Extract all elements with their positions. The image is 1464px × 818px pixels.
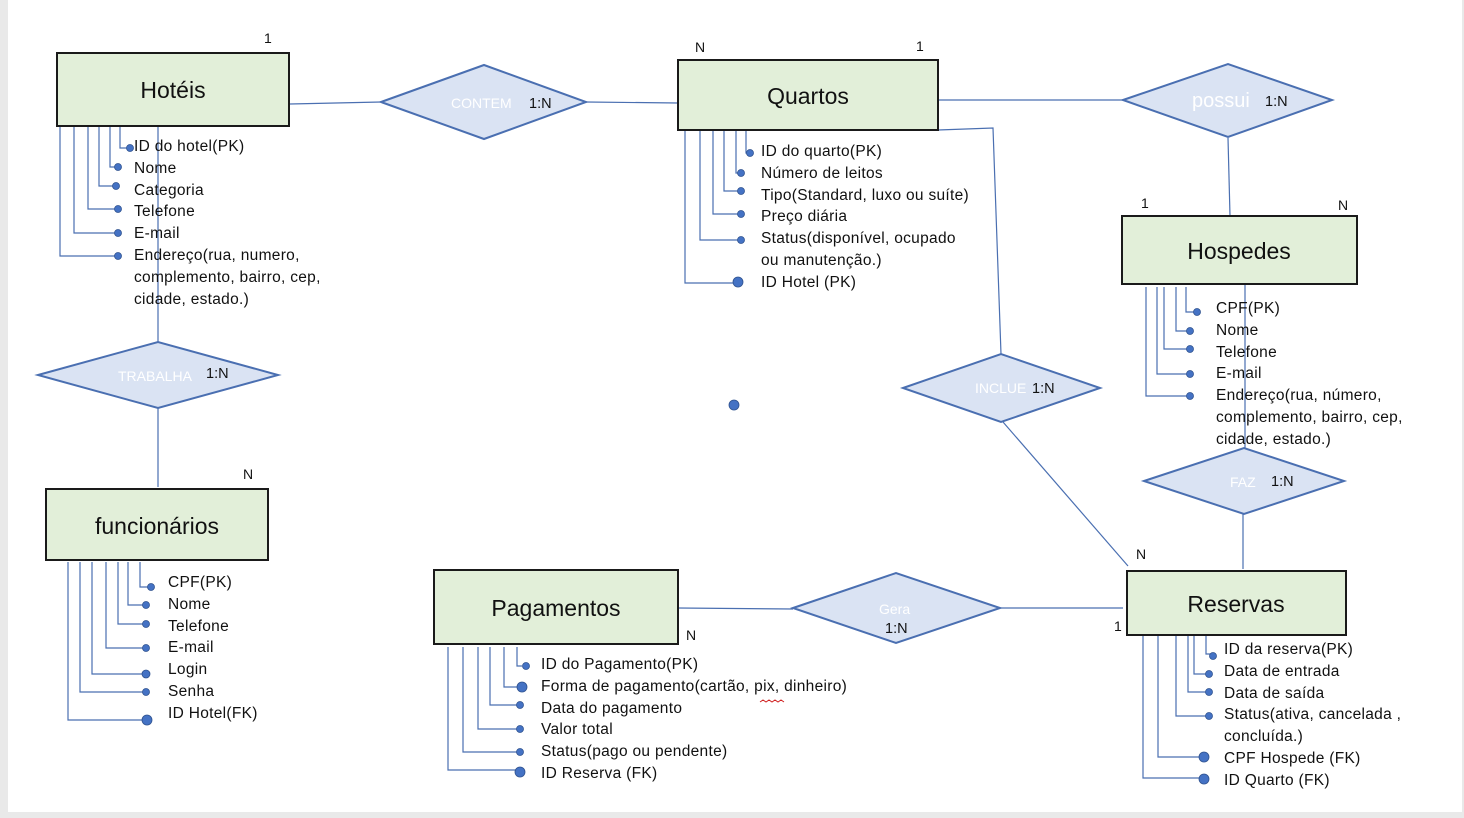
attribute: Preço diária <box>761 208 847 225</box>
attribute: Status(ativa, cancelada , <box>1224 706 1401 723</box>
relationship-possui: possui 1:N <box>1119 62 1336 139</box>
hospedes-attributes: CPF(PK) Nome Telefone E-mail Endereço(ru… <box>1216 300 1403 448</box>
attribute: ID do hotel(PK) <box>134 138 244 155</box>
attribute: E-mail <box>134 225 180 242</box>
attribute: Data de entrada <box>1224 663 1340 680</box>
cardinality-pagamentos: N <box>686 627 696 643</box>
entity-pagamentos-title: Pagamentos <box>491 595 620 621</box>
cardinality-reservas-n: N <box>1136 546 1146 562</box>
relationship-gera-label: Gera <box>879 601 910 617</box>
attribute: ID da reserva(PK) <box>1224 641 1353 658</box>
attribute: ID Quarto (FK) <box>1224 772 1330 789</box>
attribute: Login <box>168 661 207 678</box>
er-diagram: CONTEM 1:N possui 1:N TRABALHA 1:N INCLU… <box>34 30 1403 789</box>
attribute: E-mail <box>168 639 214 656</box>
cardinality-quartos-1: 1 <box>916 38 924 54</box>
relationship-contem-ratio: 1:N <box>529 96 552 112</box>
cardinality-hospedes-1: 1 <box>1141 195 1149 211</box>
attribute: Valor total <box>541 721 613 738</box>
attribute: Categoria <box>134 182 204 199</box>
entity-funcionarios-title: funcionários <box>95 513 219 539</box>
attribute: Endereço(rua, numero, <box>134 247 300 264</box>
entity-hospedes-title: Hospedes <box>1187 238 1291 264</box>
attribute-brackets <box>59 126 1211 779</box>
relationship-contem: CONTEM 1:N <box>378 63 589 141</box>
attribute: ID Hotel (PK) <box>761 274 856 291</box>
funcionarios-attributes: CPF(PK) Nome Telefone E-mail Login Senha… <box>168 574 258 722</box>
connector-lines <box>157 99 1246 610</box>
cardinality-labels: 1 N 1 1 N N N N 1 <box>243 30 1348 643</box>
attribute: Nome <box>134 160 177 177</box>
relationship-inclue: INCLUE 1:N <box>899 352 1104 424</box>
attribute-dots <box>112 144 1217 785</box>
attribute: Senha <box>168 683 214 700</box>
attribute: CPF(PK) <box>1216 300 1280 317</box>
attribute: ou manutenção.) <box>761 252 882 269</box>
attribute: ID do Pagamento(PK) <box>541 656 698 673</box>
attribute: Telefone <box>168 618 229 635</box>
attribute: CPF(PK) <box>168 574 232 591</box>
attribute: Data do pagamento <box>541 700 682 717</box>
attribute: complemento, bairro, cep, <box>1216 409 1403 426</box>
entity-hospedes: Hospedes <box>1121 215 1358 285</box>
cardinality-hospedes-n: N <box>1338 197 1348 213</box>
attribute: Tipo(Standard, luxo ou suíte) <box>761 187 969 204</box>
attribute: Status(disponível, ocupado <box>761 230 956 247</box>
entity-reservas-title: Reservas <box>1187 591 1284 617</box>
attribute: concluída.) <box>1224 728 1303 745</box>
attribute: ID Hotel(FK) <box>168 705 258 722</box>
cardinality-reservas-1: 1 <box>1114 618 1122 634</box>
relationship-faz-ratio: 1:N <box>1271 474 1294 490</box>
cardinality-hoteis: 1 <box>264 30 272 46</box>
attribute: Nome <box>168 596 211 613</box>
attribute: complemento, bairro, cep, <box>134 269 321 286</box>
spellcheck-underline <box>759 699 785 703</box>
relationship-trabalha-ratio: 1:N <box>206 366 229 382</box>
attribute: Forma de pagamento(cartão, pix, dinheiro… <box>541 678 847 695</box>
attribute: ID do quarto(PK) <box>761 143 882 160</box>
attribute: Status(pago ou pendente) <box>541 743 727 760</box>
relationship-faz: FAZ 1:N <box>1140 446 1348 516</box>
relationship-possui-label: possui <box>1192 90 1250 112</box>
relationship-inclue-ratio: 1:N <box>1032 381 1055 397</box>
attribute: Número de leitos <box>761 165 883 182</box>
relationship-contem-label: CONTEM <box>451 95 512 111</box>
quartos-attributes: ID do quarto(PK) Número de leitos Tipo(S… <box>761 143 969 291</box>
attribute: Nome <box>1216 322 1259 339</box>
reservas-attributes: ID da reserva(PK) Data de entrada Data d… <box>1224 641 1401 789</box>
entity-quartos-title: Quartos <box>767 83 849 109</box>
entity-pagamentos: Pagamentos <box>433 569 679 645</box>
attribute: Endereço(rua, número, <box>1216 387 1382 404</box>
relationship-faz-label: FAZ <box>1230 474 1256 490</box>
attribute: Data de saída <box>1224 685 1324 702</box>
entity-hoteis-title: Hotéis <box>140 77 205 103</box>
attribute: cidade, estado.) <box>1216 431 1331 448</box>
stray-dot <box>728 399 740 411</box>
pagamentos-attributes: ID do Pagamento(PK) Forma de pagamento(c… <box>541 656 847 782</box>
entity-quartos: Quartos <box>677 59 939 131</box>
relationship-possui-ratio: 1:N <box>1265 94 1288 110</box>
attribute: cidade, estado.) <box>134 291 249 308</box>
cardinality-funcionarios: N <box>243 466 253 482</box>
relationship-trabalha: TRABALHA 1:N <box>34 340 282 410</box>
attribute: ID Reserva (FK) <box>541 765 657 782</box>
relationship-inclue-label: INCLUE <box>975 380 1026 396</box>
attribute: Telefone <box>134 203 195 220</box>
relationship-gera: Gera 1:N <box>789 571 1004 645</box>
relationship-gera-ratio: 1:N <box>885 621 908 637</box>
entity-reservas: Reservas <box>1126 570 1347 636</box>
entity-funcionarios: funcionários <box>45 488 269 561</box>
diagram-page: CONTEM 1:N possui 1:N TRABALHA 1:N INCLU… <box>8 0 1462 812</box>
attribute: Telefone <box>1216 344 1277 361</box>
attribute: E-mail <box>1216 365 1262 382</box>
relationship-trabalha-label: TRABALHA <box>118 368 193 384</box>
entity-hoteis: Hotéis <box>56 52 290 127</box>
cardinality-quartos-n: N <box>695 39 705 55</box>
hoteis-attributes: ID do hotel(PK) Nome Categoria Telefone … <box>134 138 321 308</box>
attribute: CPF Hospede (FK) <box>1224 750 1361 767</box>
